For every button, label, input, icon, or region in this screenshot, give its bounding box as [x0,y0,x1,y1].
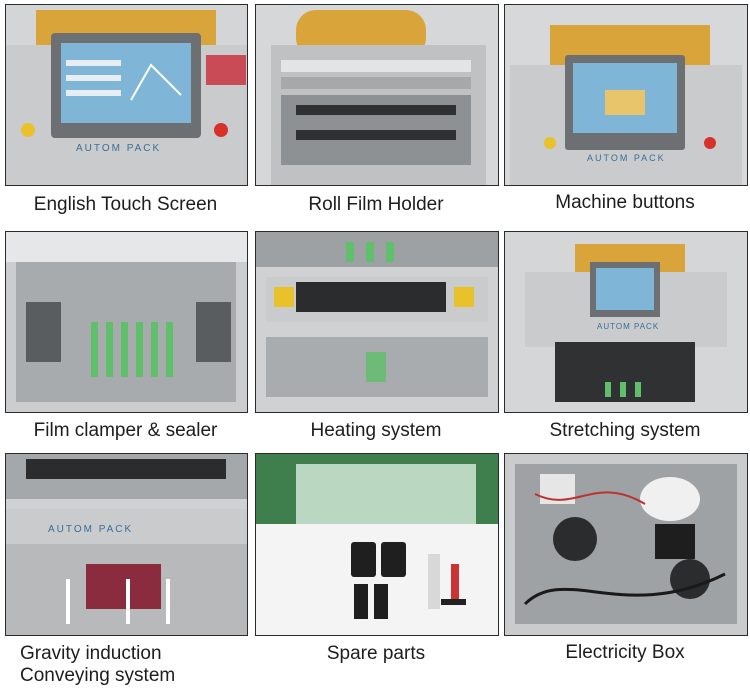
brand-text: AUTOM PACK [48,524,134,535]
caption-gravity-induction-line2: Conveying system [20,665,176,686]
photo-electricity-box [504,453,748,636]
photo-heating-system [255,231,499,413]
photo-roll-film-holder [255,4,499,186]
caption-machine-buttons: Machine buttons [555,192,695,213]
photo-gravity-induction: AUTOM PACK [5,453,248,636]
caption-roll-film-holder: Roll Film Holder [308,194,444,215]
caption-heating-system: Heating system [310,420,442,441]
caption-spare-parts: Spare parts [326,643,426,664]
caption-stretching-system: Stretching system [549,420,701,441]
photo-stretching-system: AUTOM PACK [504,231,748,413]
photo-film-clamper [5,231,248,413]
caption-film-clamper: Film clamper & sealer [33,420,218,441]
brand-text: AUTOM PACK [587,153,666,163]
photo-spare-parts [255,453,499,636]
brand-text: AUTOM PACK [76,143,162,154]
caption-touch-screen: English Touch Screen [33,194,218,215]
caption-electricity-box: Electricity Box [565,642,685,663]
photo-machine-buttons: AUTOM PACK [504,4,748,186]
photo-touch-screen: AUTOM PACK [5,4,248,186]
caption-gravity-induction-line1: Gravity induction [20,643,162,664]
brand-text: AUTOM PACK [597,322,660,331]
